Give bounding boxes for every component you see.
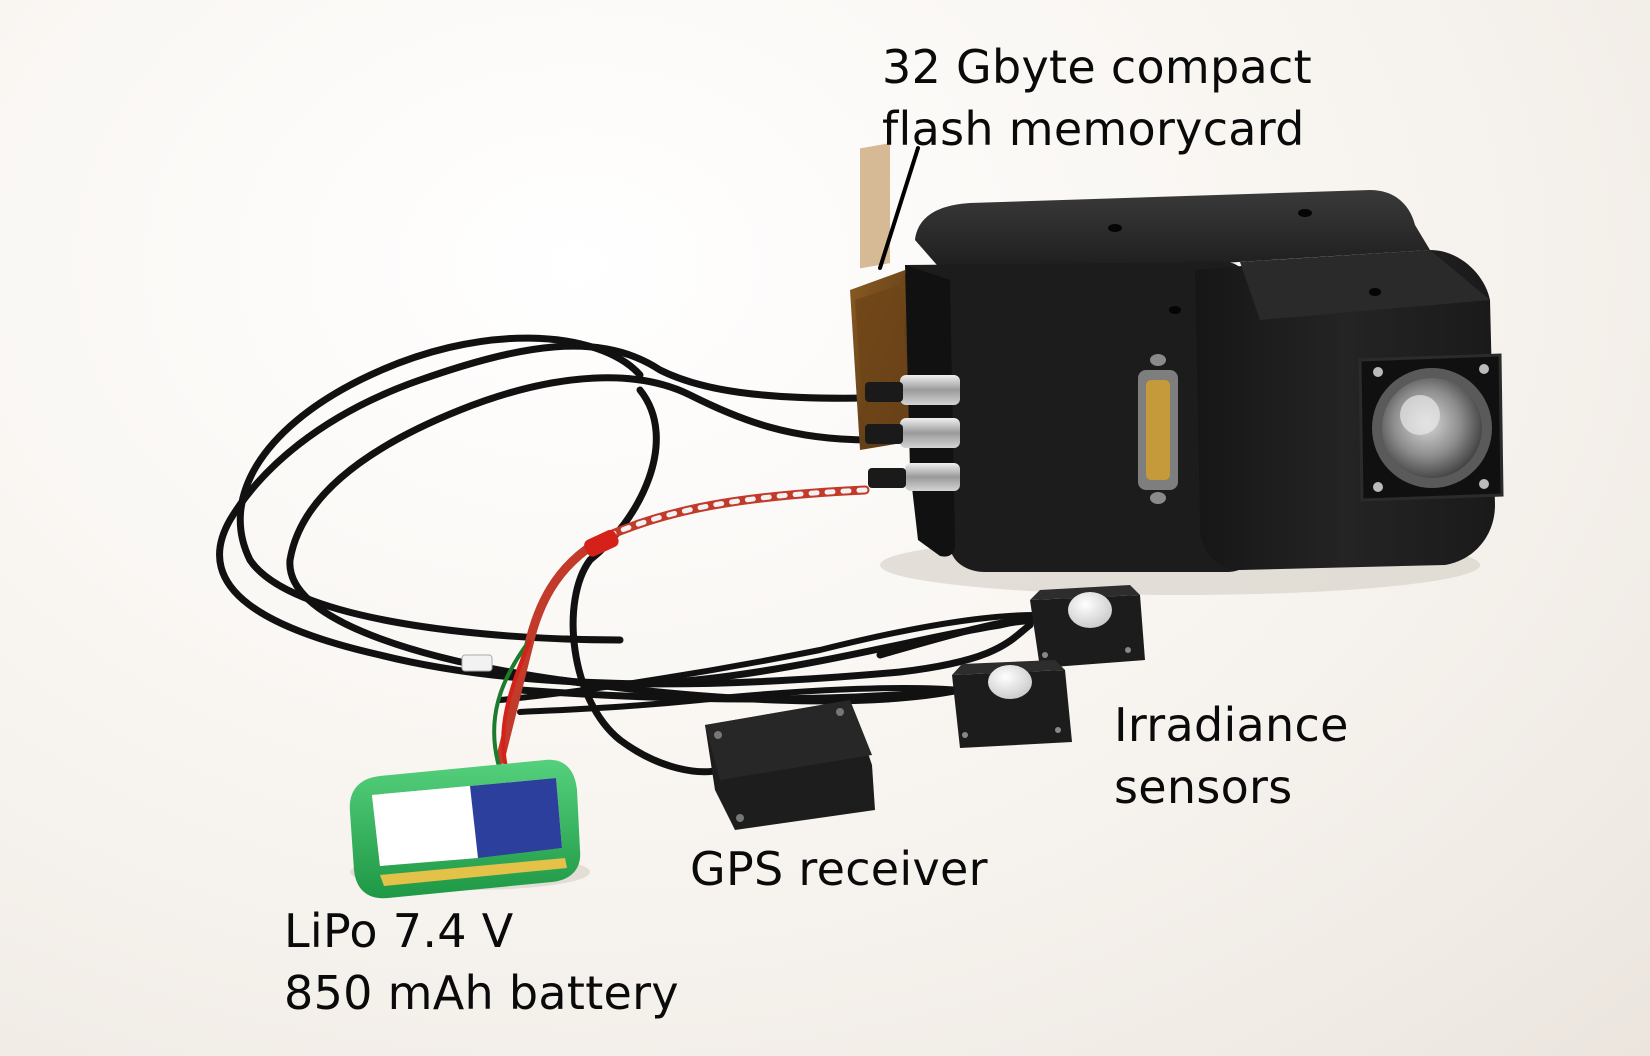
gps-receiver [705, 700, 875, 830]
camera-body [850, 143, 1504, 572]
label-battery-line2: 850 mAh battery [284, 966, 679, 1020]
irradiance-sensor-lower [952, 660, 1072, 748]
sensor-cables [497, 612, 1038, 715]
label-memory-card-line1: 32 Gbyte compact [882, 40, 1312, 94]
irradiance-sensor-upper [1030, 585, 1145, 668]
label-battery-line1: LiPo 7.4 V [284, 904, 514, 958]
connectors [865, 375, 960, 491]
label-gps-line1: GPS receiver [690, 842, 988, 896]
label-gps-receiver: GPS receiver [690, 838, 988, 900]
label-battery: LiPo 7.4 V 850 mAh battery [284, 900, 679, 1024]
label-memory-card-line2: flash memorycard [882, 102, 1305, 156]
memory-card-leader-line [878, 146, 920, 270]
label-memory-card: 32 Gbyte compact flash memorycard [882, 36, 1312, 160]
label-irradiance-line2: sensors [1114, 760, 1293, 814]
lipo-battery [349, 759, 581, 899]
power-cable [461, 485, 870, 776]
label-irradiance-sensors: Irradiance sensors [1114, 694, 1349, 818]
label-irradiance-line1: Irradiance [1114, 698, 1349, 752]
